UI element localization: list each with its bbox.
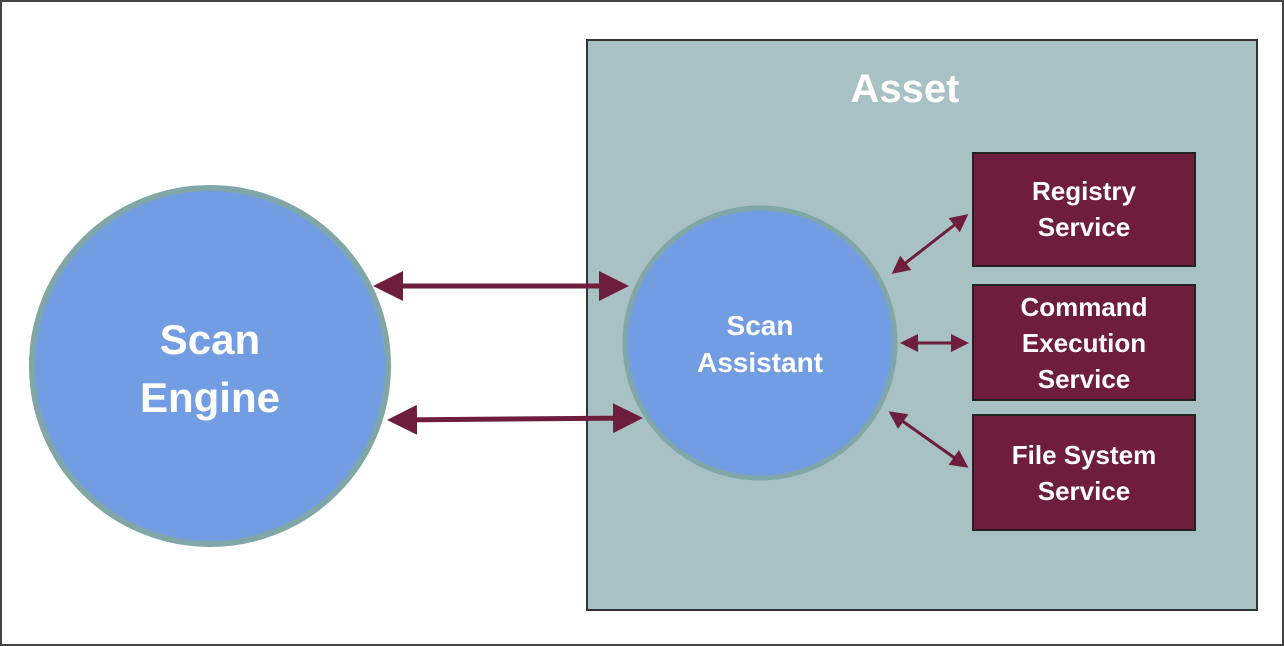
command-service-label-3: Service [1038, 364, 1131, 394]
scan-assistant-label-1: Scan [727, 310, 794, 341]
file-service-label-2: Service [1038, 476, 1131, 506]
command-service-label-1: Command [1020, 292, 1147, 322]
file-service-label-1: File System [1012, 440, 1157, 470]
registry-service-label-1: Registry [1032, 176, 1137, 206]
scan-engine-label-1: Scan [160, 316, 260, 363]
scan-assistant-label-2: Assistant [697, 347, 823, 378]
assistant-filesystem-arrow [888, 411, 969, 468]
registry-service-box: Registry Service [972, 152, 1196, 267]
command-service-label-2: Execution [1022, 328, 1146, 358]
asset-title: Asset [851, 67, 960, 111]
file-system-service-box: File System Service [972, 414, 1196, 531]
assistant-registry-arrow [891, 214, 969, 274]
scan-engine-label-2: Engine [140, 374, 280, 421]
registry-service-label-2: Service [1038, 212, 1131, 242]
engine-assistant-arrow-bottom [387, 403, 643, 435]
command-execution-service-box: Command Execution Service [972, 284, 1196, 401]
scan-assistant-node: Scan Assistant [622, 205, 898, 481]
scan-engine-node: Scan Engine [29, 185, 391, 547]
